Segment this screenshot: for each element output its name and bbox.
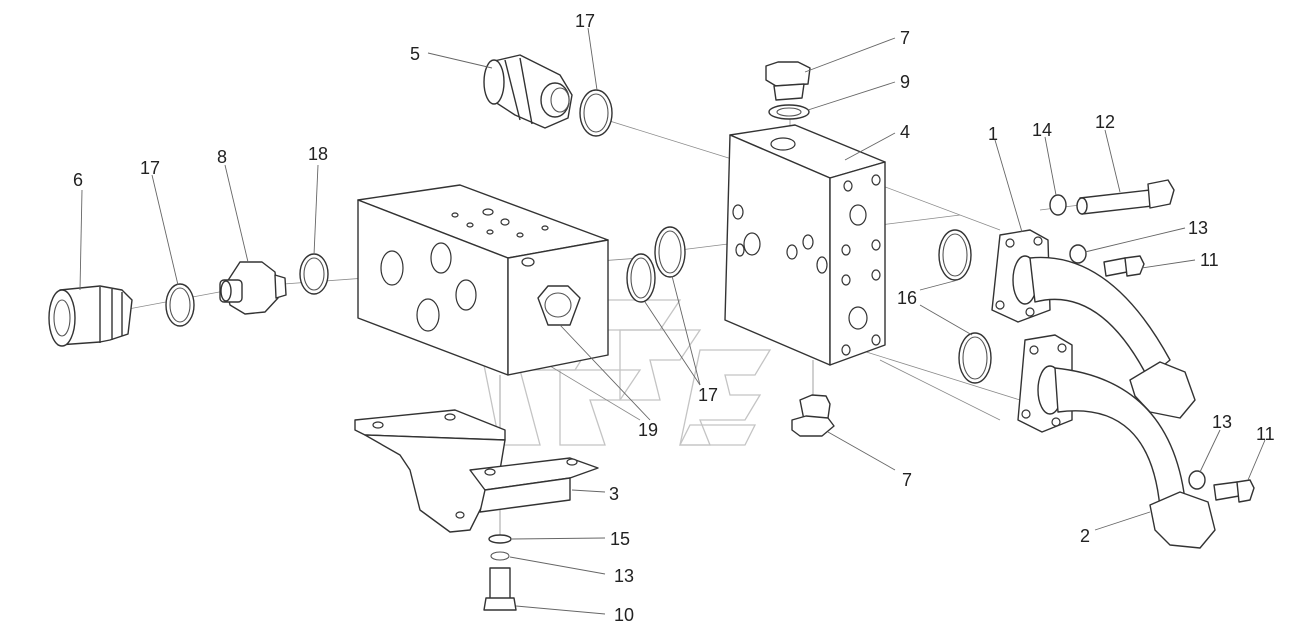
part-15-washer	[488, 534, 512, 544]
part-1-flange-hose-upper	[991, 229, 1196, 419]
part-12-long-bolt	[1076, 179, 1175, 215]
callout-14: 14	[1032, 120, 1052, 140]
callout-18: 18	[308, 144, 328, 164]
part-2-flange-hose-lower	[1017, 334, 1216, 549]
part-7-bottom-plug	[791, 394, 835, 437]
callout-3: 3	[609, 484, 619, 504]
part-17-o-ring-left-inner	[169, 287, 191, 323]
callout-7-bottom: 7	[902, 470, 912, 490]
part-7-top-plug	[765, 61, 811, 101]
part-14-washer	[1049, 194, 1067, 216]
callout-19: 19	[638, 420, 658, 440]
callout-15: 15	[610, 529, 630, 549]
callout-12: 12	[1095, 112, 1115, 132]
callout-numbers: 5 17 7 9 4 1 14 12 6 17 8 18 13 11 16 17…	[73, 11, 1275, 625]
callout-17-top: 17	[575, 11, 595, 31]
part-4-manifold-block	[724, 124, 886, 366]
part-17-o-ring-center-a-inner	[630, 257, 652, 299]
part-16-o-ring-upper-inner	[942, 233, 968, 277]
callout-1: 1	[988, 124, 998, 144]
callout-5: 5	[410, 44, 420, 64]
callout-17-left: 17	[140, 158, 160, 178]
part-6-fitting	[48, 285, 133, 347]
callout-16: 16	[897, 288, 917, 308]
part-9-washer-inner	[776, 107, 802, 117]
callout-6: 6	[73, 170, 83, 190]
callout-leader-lines	[79, 27, 1266, 615]
callout-13-lower: 13	[1212, 412, 1232, 432]
part-17-o-ring-top-inner	[583, 93, 609, 133]
part-13-washer-lower	[1188, 470, 1206, 490]
part-11-bolt-upper	[1103, 255, 1145, 277]
callout-11-upper: 11	[1200, 250, 1219, 270]
part-10-bolt	[483, 567, 517, 611]
callout-9: 9	[900, 72, 910, 92]
callout-11-lower: 11	[1256, 424, 1275, 444]
callout-8: 8	[217, 147, 227, 167]
part-3-bracket	[354, 409, 599, 533]
callout-10: 10	[614, 605, 634, 625]
part-17-o-ring-center-b-inner	[658, 230, 682, 274]
part-5-cylinder-fitting	[483, 54, 573, 129]
callout-2: 2	[1080, 526, 1090, 546]
part-18-ring-inner	[303, 257, 325, 291]
part-8-adapter	[219, 261, 287, 315]
callout-4: 4	[900, 122, 910, 142]
part-13-washer-bottom	[490, 551, 510, 561]
callout-7-top: 7	[900, 28, 910, 48]
valve-block-main	[357, 184, 609, 376]
part-13-washer-upper	[1069, 244, 1087, 264]
part-16-o-ring-lower-inner	[962, 336, 988, 380]
part-11-bolt-lower	[1213, 479, 1255, 503]
callout-17-center: 17	[698, 385, 718, 405]
callout-13-bottom: 13	[614, 566, 634, 586]
callout-13-upper: 13	[1188, 218, 1208, 238]
